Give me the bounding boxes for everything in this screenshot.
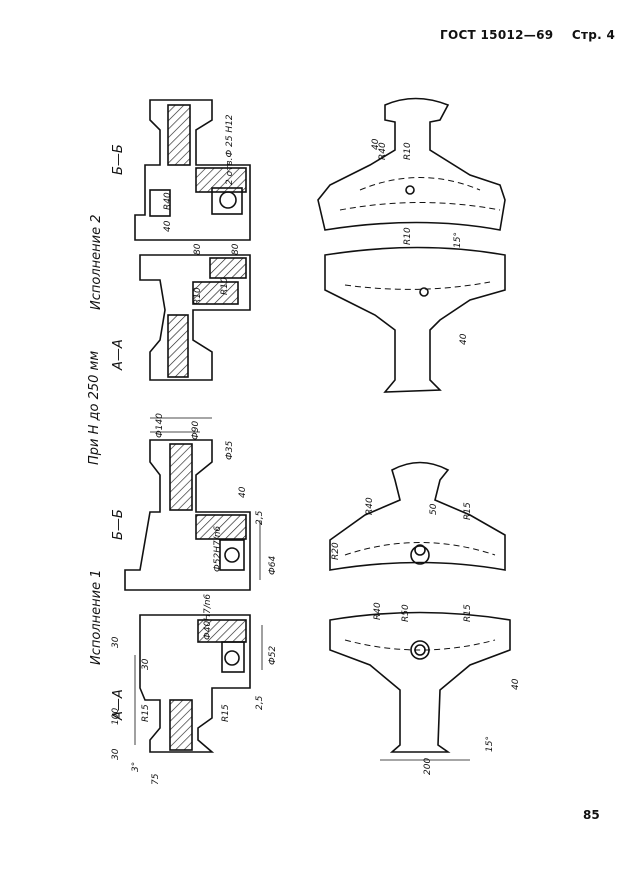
r10a-dim: R10 — [193, 287, 203, 305]
plan-view-v1 — [329, 461, 511, 753]
section-bb-v2-title: Б—Б — [111, 144, 126, 175]
section-bb-v1-title: Б—Б — [111, 509, 126, 540]
note-label: При Н до 250 мм — [87, 351, 102, 465]
fit1-dim: Ф52Н7/n6 — [213, 526, 223, 572]
d64-dim: Ф64 — [268, 556, 278, 575]
plan-d40a: 40 — [371, 138, 381, 150]
plan-r40c: R40 — [373, 602, 383, 620]
d35-dim: Ф35 — [225, 441, 235, 460]
d80a-dim: 80 — [193, 243, 203, 255]
d140-dim: Ф140 — [155, 413, 165, 438]
plan-deg15a: 15° — [453, 232, 463, 248]
plan-view-v2 — [317, 97, 506, 393]
r10b-dim: R10 — [220, 277, 230, 295]
plan-r15a: R15 — [463, 502, 473, 520]
section-bb-v2 — [134, 99, 251, 241]
page-header: ГОСТ 15012—69 Стр. 4 — [440, 28, 629, 42]
d30a-dim: 30 — [111, 636, 121, 648]
plan-r50: R50 — [401, 604, 411, 622]
r15a-dim: R15 — [141, 704, 151, 722]
section-aa-v2-title: А—А — [111, 339, 126, 371]
dimension-labels-v2: 2 отв.Ф 25 Н12 R10 R10 80 80 R40 40 — [163, 114, 241, 305]
plan-d50: 50 — [429, 503, 439, 515]
plan-r10b: R10 — [403, 227, 413, 245]
section-bb-v1 — [124, 439, 251, 591]
d90-dim: Ф90 — [191, 421, 201, 440]
standard-number: ГОСТ 15012—69 — [440, 28, 554, 42]
section-aa-v2 — [139, 254, 251, 381]
d75-dim: 75 — [151, 773, 161, 785]
plan-r15b: R15 — [463, 604, 473, 622]
d100-dim: 100 — [111, 708, 121, 725]
d25b-dim: 2,5 — [255, 695, 265, 710]
plan-d40c: 40 — [511, 678, 521, 690]
r40-dim: R40 — [163, 192, 173, 210]
d52-dim: Ф52 — [268, 646, 278, 665]
dimension-lines — [134, 417, 470, 761]
plan-r10a: R10 — [403, 142, 413, 160]
plan-deg15b: 15° — [485, 736, 495, 752]
d30b-dim: 30 — [141, 658, 151, 670]
plan-r20: R20 — [331, 542, 341, 560]
section-aa-v1 — [139, 614, 251, 753]
plan-d200: 200 — [423, 758, 433, 775]
plan-d40b: 40 — [459, 333, 469, 345]
dimension-labels-v1: Ф140 Ф90 Ф35 Ф64 Ф52 40 30 30 30 100 R15… — [111, 413, 278, 785]
r15b-dim: R15 — [221, 704, 231, 722]
d40-dim: 40 — [163, 220, 173, 232]
holes-dim: 2 отв.Ф 25 Н12 — [225, 114, 235, 185]
d40-dim: 40 — [238, 486, 248, 498]
d25a-dim: 2,5 — [255, 510, 265, 525]
deg3-dim: 3° — [131, 762, 141, 772]
d30c-dim: 30 — [111, 748, 121, 760]
d80b-dim: 80 — [231, 243, 241, 255]
plan-r40b: R40 — [365, 497, 375, 515]
section-aa-v1-title: А—А — [111, 689, 126, 721]
dimension-labels-plan: R40 R10 R10 40 40 15° R20 R40 50 R15 R40… — [331, 138, 521, 775]
variant1-label: Исполнение 1 — [89, 570, 104, 665]
page-number: 85 — [583, 808, 600, 822]
plan-r40a: R40 — [378, 142, 388, 160]
fit2-dim: Ф40Н7/n6 — [203, 594, 213, 640]
variant2-label: Исполнение 2 — [89, 215, 104, 310]
page-label: Стр. 4 — [571, 28, 616, 42]
